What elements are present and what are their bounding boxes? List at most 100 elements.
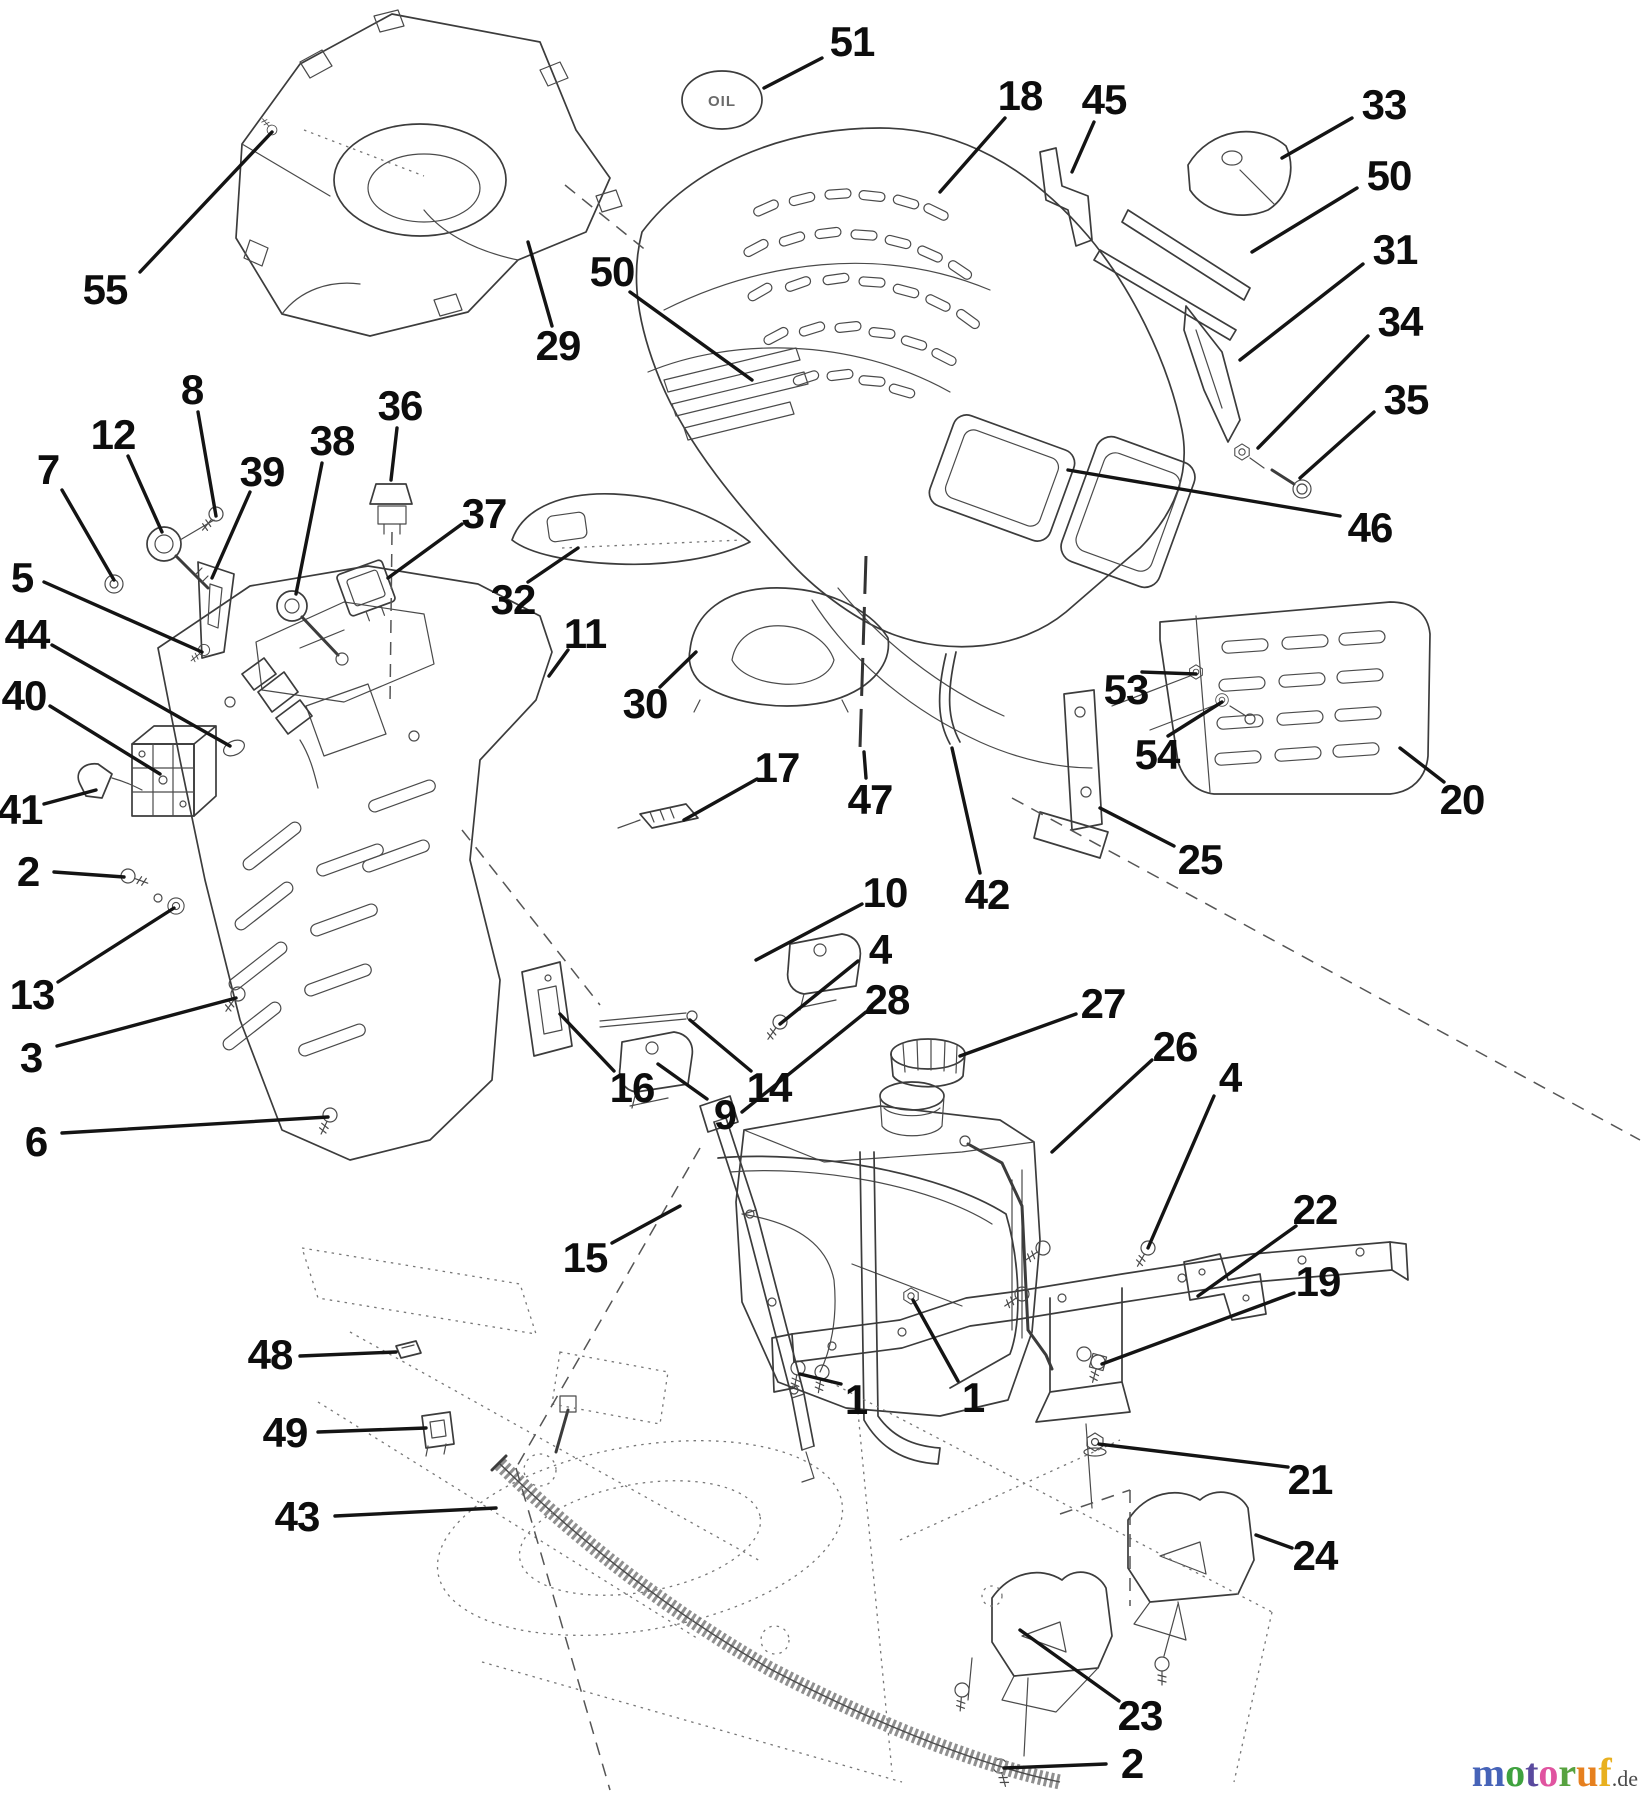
leader-line-54-34 bbox=[1166, 700, 1224, 738]
part-fuel-cap-27 bbox=[890, 1038, 966, 1088]
part-bolt-4a bbox=[761, 1011, 791, 1044]
part-pin-14 bbox=[599, 1010, 698, 1028]
part-cap-33 bbox=[1187, 130, 1292, 216]
leader-line-8-13 bbox=[196, 410, 218, 518]
watermark-letter-6: f bbox=[1598, 1750, 1612, 1795]
leader-line-4-42 bbox=[1146, 1094, 1216, 1250]
part-grille-20 bbox=[1159, 601, 1431, 795]
leader-line-39-15 bbox=[210, 490, 252, 580]
part-lens-30 bbox=[688, 587, 890, 713]
leader-line-33-5 bbox=[1280, 116, 1354, 160]
part-harness-43 bbox=[490, 1395, 1062, 1790]
leader-line-53-33 bbox=[1140, 670, 1198, 676]
leader-line-2-57 bbox=[1002, 1762, 1108, 1770]
leader-line-7-14 bbox=[60, 488, 116, 582]
leader-line-21-54 bbox=[1097, 1442, 1290, 1469]
leader-line-40-21 bbox=[48, 704, 162, 776]
leader-line-55-0 bbox=[138, 130, 274, 274]
leader-line-18-3 bbox=[938, 116, 1007, 194]
leader-line-46-11 bbox=[1066, 468, 1342, 518]
part-hood-trim-set bbox=[1039, 130, 1312, 499]
leader-lines bbox=[42, 56, 1446, 1770]
part-bolt-19 bbox=[1085, 1352, 1108, 1385]
hood-headlight-windows bbox=[928, 414, 1196, 589]
leader-line-27-40 bbox=[958, 1012, 1078, 1058]
part-seal-strip-47 bbox=[858, 555, 868, 749]
part-bracket-24 bbox=[1127, 1491, 1255, 1657]
watermark-word: motoruf bbox=[1472, 1750, 1612, 1795]
leader-line-19-50 bbox=[1100, 1291, 1296, 1366]
part-clip-44 bbox=[223, 739, 245, 757]
chassis-dotted bbox=[301, 1247, 1273, 1783]
watermark-suffix: .de bbox=[1611, 1766, 1638, 1791]
leader-line-35-9 bbox=[1298, 410, 1376, 480]
leader-line-15-46 bbox=[610, 1204, 682, 1245]
part-hood bbox=[635, 127, 1196, 769]
leader-line-11-28 bbox=[547, 648, 570, 678]
leader-line-17-30 bbox=[682, 777, 759, 822]
leader-line-34-8 bbox=[1256, 334, 1370, 450]
part-switch-37 bbox=[336, 559, 396, 622]
leader-line-24-55 bbox=[1254, 1533, 1294, 1550]
part-bolt-4b bbox=[1130, 1237, 1159, 1271]
part-clamp-10 bbox=[786, 933, 862, 1011]
leader-line-49-52 bbox=[316, 1426, 428, 1434]
part-knob-36 bbox=[369, 483, 413, 535]
construction-lines bbox=[389, 184, 1641, 1791]
oil-decal-text: OIL bbox=[708, 93, 736, 110]
leader-line-10-37 bbox=[754, 902, 864, 962]
part-strut-25 bbox=[1033, 689, 1109, 859]
part-nut-21 bbox=[1083, 1432, 1107, 1457]
leader-line-1-47 bbox=[798, 1372, 843, 1386]
leader-line-43-53 bbox=[333, 1506, 498, 1518]
leader-line-12-12 bbox=[126, 454, 164, 534]
leader-line-45-4 bbox=[1070, 120, 1096, 174]
part-clamp-9 bbox=[618, 1031, 694, 1109]
leader-line-22-49 bbox=[1196, 1224, 1298, 1298]
part-nut-13 bbox=[153, 893, 163, 903]
leader-line-38-16 bbox=[294, 461, 324, 596]
part-rod-26 bbox=[959, 1135, 1054, 1371]
part-fuse-49 bbox=[421, 1411, 455, 1457]
grille-slots bbox=[1214, 630, 1386, 766]
watermark-letter-4: r bbox=[1558, 1750, 1577, 1795]
part-screw-8 bbox=[196, 503, 227, 536]
leader-line-28-39 bbox=[740, 1010, 868, 1114]
part-nut-1 bbox=[903, 1287, 919, 1305]
leader-line-3-25 bbox=[55, 996, 238, 1048]
leader-line-50-10 bbox=[628, 290, 754, 382]
watermark-letter-0: m bbox=[1471, 1750, 1506, 1795]
part-hood-cable-42 bbox=[938, 651, 961, 745]
part-screw-23a bbox=[952, 1681, 971, 1713]
part-rod-15 bbox=[699, 1095, 815, 1483]
part-lens-32 bbox=[511, 492, 751, 566]
leader-line-29-1 bbox=[526, 240, 554, 328]
part-screw-6 bbox=[314, 1105, 340, 1138]
part-strip-45 bbox=[1039, 147, 1093, 247]
part-fuel-tank bbox=[735, 1081, 1041, 1417]
watermark-logo: motoruf.de bbox=[1472, 1749, 1638, 1796]
part-clip-17 bbox=[617, 803, 699, 829]
part-connector-41 bbox=[77, 762, 143, 799]
part-bracket-23 bbox=[967, 1571, 1113, 1757]
part-bolt-35 bbox=[1270, 468, 1312, 499]
part-key-12 bbox=[146, 519, 215, 590]
part-oil-decal: OIL bbox=[681, 70, 763, 130]
part-fender-frame bbox=[717, 1151, 1019, 1465]
leader-line-6-26 bbox=[60, 1115, 330, 1135]
leader-line-5-19 bbox=[42, 580, 204, 654]
leader-line-32-27 bbox=[526, 546, 580, 584]
leader-line-31-7 bbox=[1238, 262, 1365, 362]
leader-line-1-48 bbox=[911, 1298, 960, 1383]
part-strip-31 bbox=[1183, 305, 1241, 443]
leader-line-36-17 bbox=[389, 426, 399, 482]
leader-line-48-51 bbox=[298, 1350, 398, 1358]
leader-line-16-43 bbox=[558, 1012, 616, 1073]
leader-line-47-31 bbox=[862, 750, 868, 780]
leader-line-37-18 bbox=[386, 522, 464, 580]
part-bracket-39 bbox=[197, 561, 235, 659]
leader-line-4-38 bbox=[778, 959, 860, 1026]
leader-line-41-22 bbox=[42, 788, 98, 806]
leader-line-23-56 bbox=[1018, 1628, 1121, 1703]
